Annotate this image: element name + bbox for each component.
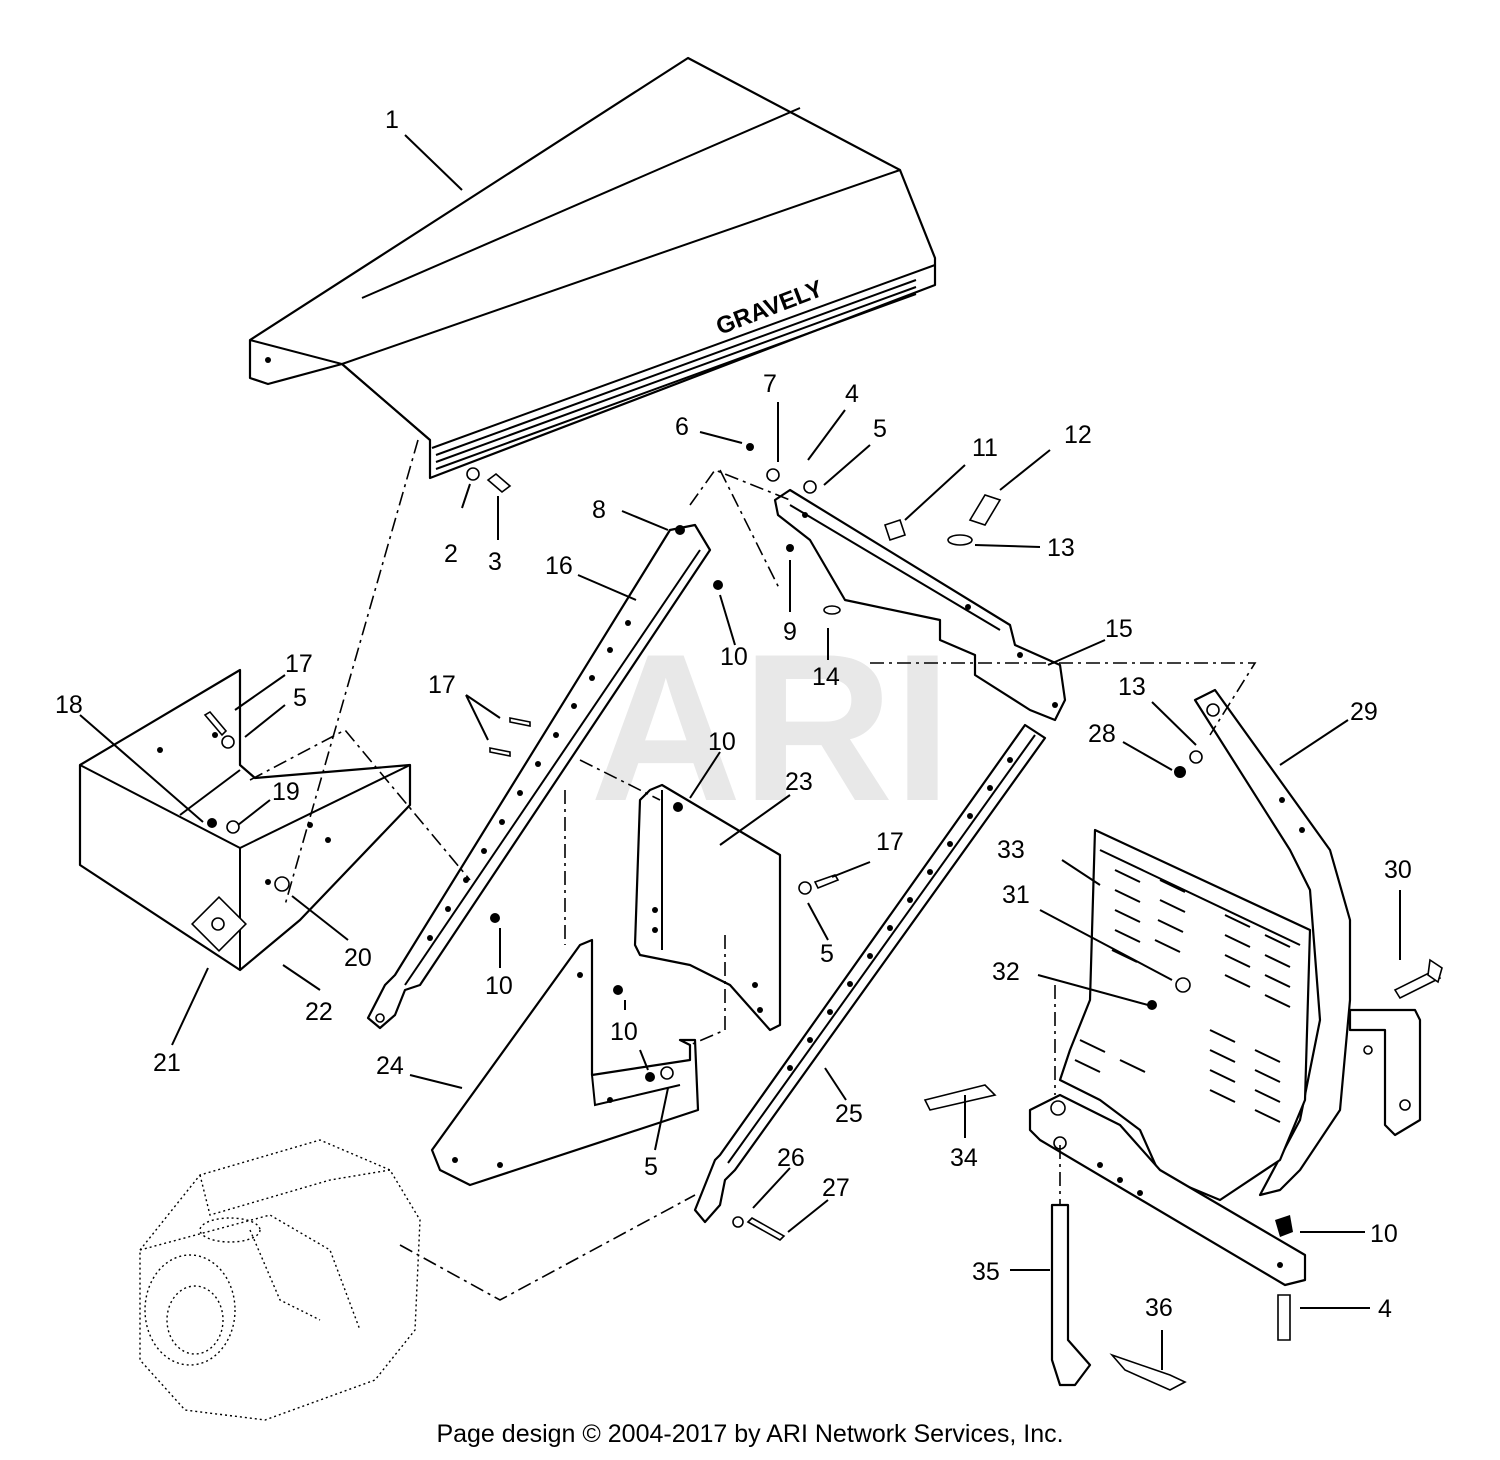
callout-20: 20 xyxy=(344,944,372,972)
top-bracket-part xyxy=(773,488,1067,722)
callout-35: 35 xyxy=(972,1258,1000,1286)
left-rail-part xyxy=(366,523,712,1030)
callout-21: 21 xyxy=(153,1049,181,1077)
center-plate-part xyxy=(633,783,782,1032)
callout-3: 3 xyxy=(488,548,502,576)
callout-16: 16 xyxy=(545,552,573,580)
callout-17b: 17 xyxy=(285,650,313,678)
copyright-footer: Page design © 2004-2017 by ARI Network S… xyxy=(436,1420,1064,1448)
callout-8: 8 xyxy=(592,496,606,524)
hood-part: GRAVELY xyxy=(248,56,937,480)
callout-labels: 1 2 3 6 7 4 5 11 12 13 8 16 9 10 14 15 1… xyxy=(55,106,1412,1323)
callout-22: 22 xyxy=(305,998,333,1026)
callout-7: 7 xyxy=(763,370,777,398)
callout-28: 28 xyxy=(1088,720,1116,748)
callout-33: 33 xyxy=(997,836,1025,864)
callout-5d: 5 xyxy=(644,1153,658,1181)
callout-32: 32 xyxy=(992,958,1020,986)
bracket-hardware xyxy=(746,443,1002,615)
callout-17a: 17 xyxy=(428,671,456,699)
callout-10a: 10 xyxy=(720,643,748,671)
transmission-phantom xyxy=(139,1139,421,1421)
callout-5c: 5 xyxy=(820,940,834,968)
callout-34: 34 xyxy=(950,1144,978,1172)
callout-36: 36 xyxy=(1145,1294,1173,1322)
callout-18: 18 xyxy=(55,691,83,719)
callout-25: 25 xyxy=(835,1100,863,1128)
callout-24: 24 xyxy=(376,1052,404,1080)
callout-14: 14 xyxy=(812,663,840,691)
callout-4b: 4 xyxy=(1378,1295,1392,1323)
callout-27: 27 xyxy=(822,1174,850,1202)
callout-9: 9 xyxy=(783,618,797,646)
callout-31: 31 xyxy=(1002,881,1030,909)
callout-10e: 10 xyxy=(1370,1220,1398,1248)
right-rail-part xyxy=(693,723,1047,1224)
hood-fasteners xyxy=(466,467,512,494)
callout-5a: 5 xyxy=(873,415,887,443)
callout-19: 19 xyxy=(272,778,300,806)
leader-lines xyxy=(79,134,1401,1370)
callout-30: 30 xyxy=(1384,856,1412,884)
callout-6: 6 xyxy=(675,413,689,441)
callout-10c: 10 xyxy=(485,972,513,1000)
callout-11: 11 xyxy=(972,434,998,462)
slotted-shield-part xyxy=(1058,828,1312,1202)
guard-frame-part xyxy=(1193,688,1443,1197)
callout-4a: 4 xyxy=(845,380,859,408)
callout-12: 12 xyxy=(1064,421,1092,449)
callout-1: 1 xyxy=(385,106,399,134)
alignment-lines xyxy=(249,439,1257,1301)
hitch-part xyxy=(923,1084,1307,1391)
callout-17c: 17 xyxy=(876,828,904,856)
callout-15: 15 xyxy=(1105,615,1133,643)
callout-10d: 10 xyxy=(610,1018,638,1046)
lower-bracket-part xyxy=(430,938,700,1187)
callout-13a: 13 xyxy=(1047,534,1075,562)
callout-10b: 10 xyxy=(708,728,736,756)
callout-5b: 5 xyxy=(293,684,307,712)
callout-23: 23 xyxy=(785,768,813,796)
callout-29: 29 xyxy=(1350,698,1378,726)
callout-13b: 13 xyxy=(1118,673,1146,701)
fasteners xyxy=(203,525,1203,1241)
callout-2: 2 xyxy=(444,540,458,568)
callout-26: 26 xyxy=(777,1144,805,1172)
